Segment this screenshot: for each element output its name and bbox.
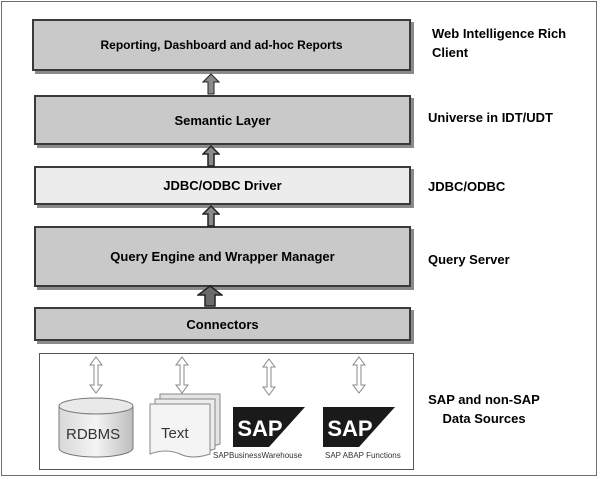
database-icon	[58, 397, 134, 458]
text-label: Text	[161, 425, 189, 442]
rdbms-label: RDBMS	[66, 426, 121, 443]
data-sources-label-line1: SAP and non-SAP	[428, 392, 540, 407]
up-arrow-icon	[197, 285, 223, 307]
data-sources-panel: RDBMS Text SAP SAPBusinessWarehouse SAP …	[39, 353, 414, 470]
query-engine-label: Query Engine and Wrapper Manager	[110, 249, 335, 264]
up-arrow-icon	[202, 145, 220, 167]
webi-label-line2: Client	[432, 45, 469, 60]
sap-logo-text: SAP	[237, 416, 282, 441]
sap-logo-icon: SAP	[233, 407, 305, 447]
bidirectional-arrow-icon	[89, 356, 103, 394]
semantic-layer-label: Semantic Layer	[174, 112, 271, 128]
document-stack-icon	[149, 393, 221, 458]
query-engine-layer: Query Engine and Wrapper Manager	[34, 226, 411, 287]
jdbc-odbc-driver-label: JDBC/ODBC Driver	[163, 178, 282, 193]
up-arrow-icon	[202, 73, 220, 95]
reporting-layer-label: Reporting, Dashboard and ad-hoc Reports	[100, 38, 343, 52]
sap-logo-icon: SAP	[323, 407, 395, 447]
jdbc-odbc-driver-layer: JDBC/ODBC Driver	[34, 166, 411, 205]
jdbc-label: JDBC/ODBC	[428, 179, 506, 194]
bidirectional-arrow-icon	[352, 356, 366, 394]
data-sources-label: SAP and non-SAP Data Sources	[428, 390, 540, 428]
sap-abap-label: SAP ABAP Functions	[325, 451, 401, 460]
sap-logo-text: SAP	[327, 416, 372, 441]
connectors-layer: Connectors	[34, 307, 411, 341]
bidirectional-arrow-icon	[175, 356, 189, 394]
webi-label-line1: Web Intelligence Rich	[432, 26, 567, 41]
up-arrow-icon	[202, 205, 220, 227]
universe-label: Universe in IDT/UDT	[428, 110, 553, 125]
connectors-label: Connectors	[186, 316, 259, 332]
data-sources-label-line2: Data Sources	[442, 411, 526, 426]
query-server-label: Query Server	[428, 252, 510, 267]
webi-label: Web Intelligence Rich Client	[432, 24, 566, 62]
reporting-layer: Reporting, Dashboard and ad-hoc Reports	[32, 19, 411, 71]
semantic-layer: Semantic Layer	[34, 95, 411, 145]
bidirectional-arrow-icon	[262, 358, 276, 396]
sap-bw-label: SAPBusinessWarehouse	[213, 451, 303, 460]
